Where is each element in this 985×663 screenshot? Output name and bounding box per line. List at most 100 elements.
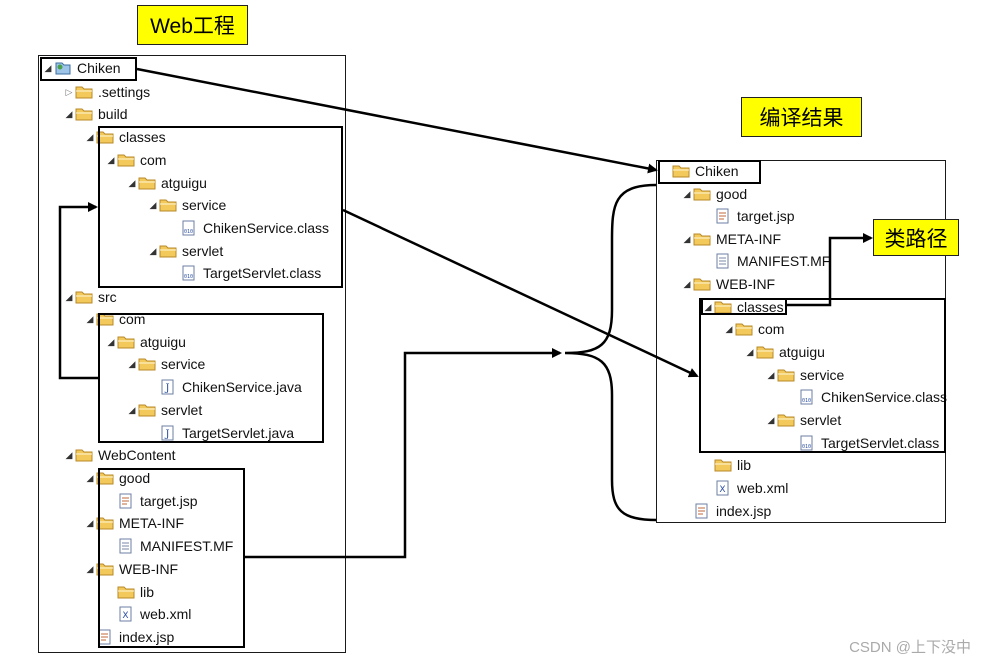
tree-item-label: build: [98, 106, 128, 122]
expand-toggle-icon[interactable]: ◢: [704, 301, 712, 312]
left-build-classes-highlight: [98, 126, 343, 288]
expand-toggle-icon[interactable]: ◢: [128, 177, 136, 188]
folder-icon: [693, 231, 711, 247]
tree-item-label: MANIFEST.MF: [140, 538, 234, 554]
tree-item[interactable]: ◢service: [147, 195, 227, 215]
expand-toggle-icon[interactable]: ◢: [683, 188, 691, 199]
expand-toggle-icon[interactable]: ◢: [65, 449, 73, 460]
tree-item-label: META-INF: [119, 515, 185, 531]
tree-item[interactable]: ◢com: [723, 319, 785, 339]
folder-icon: [693, 276, 711, 292]
expand-toggle-icon[interactable]: ◢: [65, 291, 73, 302]
arrow-build-classes-to-webinf-classes: [342, 208, 699, 378]
tree-item[interactable]: lib: [105, 582, 154, 602]
tree-item-label: ChikenService.class: [821, 389, 948, 405]
svg-text:J: J: [164, 429, 169, 440]
tree-item[interactable]: target.jsp: [702, 206, 795, 226]
tree-item-label: WEB-INF: [716, 276, 776, 292]
tree-item[interactable]: ◢ WEB-INF: [681, 274, 776, 294]
tree-item-label: web.xml: [737, 480, 789, 496]
tree-item[interactable]: ◢ build: [63, 104, 128, 124]
folder-icon: [117, 334, 135, 350]
tree-item[interactable]: ◢ classes: [702, 297, 784, 317]
expand-toggle-icon[interactable]: ◢: [86, 517, 94, 528]
tree-item[interactable]: ◢service: [765, 365, 845, 385]
tree-item-label: ChikenService.class: [203, 220, 330, 236]
tree-item-label: com: [119, 311, 146, 327]
expand-toggle-icon[interactable]: ◢: [149, 245, 157, 256]
classpath-label: 类路径: [873, 219, 959, 256]
svg-text:010: 010: [184, 229, 193, 235]
project-icon: [54, 60, 72, 76]
tree-item[interactable]: ◢ servlet: [147, 241, 224, 261]
expand-toggle-icon[interactable]: ◢: [86, 131, 94, 142]
class-file-icon: 010: [180, 220, 198, 236]
tree-item[interactable]: target.jsp: [105, 491, 198, 511]
tree-item[interactable]: 010 ChikenService.class: [168, 218, 329, 238]
tree-item-label: classes: [737, 299, 784, 315]
tree-item[interactable]: index.jsp: [681, 501, 771, 521]
tree-item[interactable]: ▷.settings: [63, 82, 151, 102]
expand-toggle-icon[interactable]: ◢: [128, 358, 136, 369]
folder-icon: [138, 356, 156, 372]
expand-toggle-icon[interactable]: ◢: [746, 346, 754, 357]
expand-toggle-icon[interactable]: ◢: [725, 323, 733, 334]
tree-item[interactable]: ◢service: [126, 354, 206, 374]
tree-item[interactable]: Chiken: [660, 161, 739, 181]
folder-icon: [75, 106, 93, 122]
tree-item[interactable]: ◢com: [105, 150, 167, 170]
tree-item[interactable]: ◢ com: [84, 309, 146, 329]
tree-item[interactable]: ◢good: [681, 184, 748, 204]
expand-toggle-icon[interactable]: ◢: [128, 404, 136, 415]
svg-text:010: 010: [802, 444, 811, 450]
expand-toggle-icon[interactable]: ◢: [107, 336, 115, 347]
expand-toggle-icon[interactable]: ◢: [767, 369, 775, 380]
tree-item[interactable]: 010 ChikenService.class: [786, 387, 947, 407]
tree-item-label: index.jsp: [119, 629, 175, 645]
expand-toggle-icon[interactable]: ◢: [44, 62, 52, 73]
expand-toggle-icon[interactable]: ◢: [65, 108, 73, 119]
tree-item[interactable]: lib: [702, 455, 751, 475]
tree-item[interactable]: ◢atguigu: [744, 342, 825, 362]
folder-icon: [159, 243, 177, 259]
expand-toggle-icon[interactable]: ◢: [683, 278, 691, 289]
folder-icon: [672, 163, 690, 179]
collapse-toggle-icon[interactable]: ▷: [65, 86, 73, 97]
tree-item[interactable]: ◢Chiken: [42, 58, 121, 78]
tree-item[interactable]: ◢ META-INF: [84, 513, 185, 533]
tree-item[interactable]: ◢ src: [63, 287, 117, 307]
jsp-file-icon: [693, 503, 711, 519]
svg-text:010: 010: [802, 398, 811, 404]
expand-toggle-icon[interactable]: ◢: [86, 563, 94, 574]
tree-item-label: servlet: [182, 243, 224, 259]
tree-item-label: MANIFEST.MF: [737, 253, 831, 269]
expand-toggle-icon[interactable]: ◢: [149, 199, 157, 210]
expand-toggle-icon[interactable]: ◢: [767, 414, 775, 425]
expand-toggle-icon[interactable]: ◢: [86, 472, 94, 483]
folder-icon: [117, 584, 135, 600]
expand-toggle-icon[interactable]: ◢: [86, 313, 94, 324]
tree-item[interactable]: ◢classes: [84, 127, 166, 147]
expand-toggle-icon[interactable]: ◢: [683, 233, 691, 244]
folder-icon: [756, 344, 774, 360]
tree-item[interactable]: ◢atguigu: [126, 173, 207, 193]
expand-toggle-icon[interactable]: ◢: [107, 154, 115, 165]
tree-item[interactable]: ◢META-INF: [681, 229, 782, 249]
right-root-highlight: [658, 160, 761, 184]
tree-item[interactable]: ◢atguigu: [105, 332, 186, 352]
tree-item[interactable]: ◢servlet: [765, 410, 842, 430]
tree-item[interactable]: ◢WebContent: [63, 445, 176, 465]
text-file-icon: [714, 253, 732, 269]
tree-item[interactable]: ◢good: [84, 468, 151, 488]
tree-item[interactable]: MANIFEST.MF: [105, 536, 233, 556]
tree-item[interactable]: ◢servlet: [126, 400, 203, 420]
tree-item[interactable]: ◢WEB-INF: [84, 559, 179, 579]
tree-item[interactable]: MANIFEST.MF: [702, 251, 830, 271]
tree-item-label: src: [98, 289, 117, 305]
